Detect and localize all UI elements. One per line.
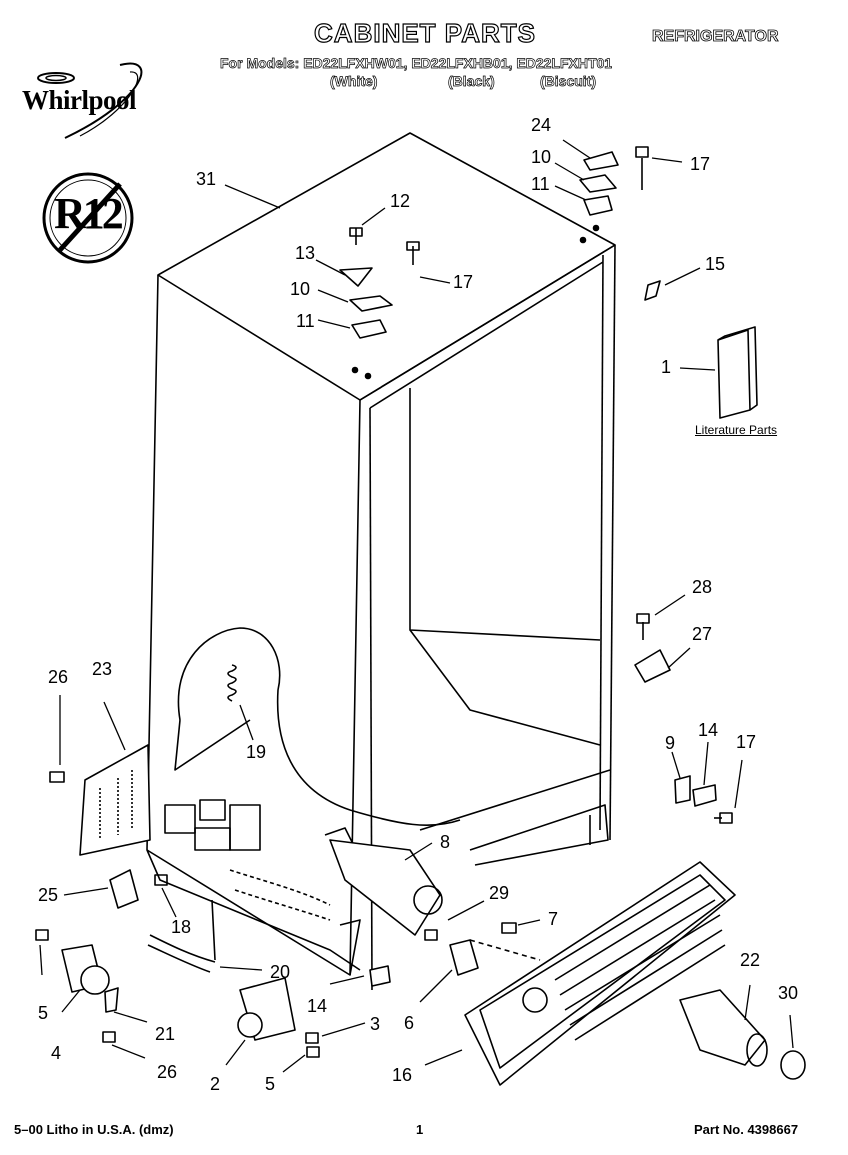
variant-white: (White) (330, 73, 378, 90)
callout-31: 31 (196, 169, 217, 189)
callout-17-right: 17 (736, 732, 757, 752)
variant-black: (Black) (448, 73, 495, 90)
callout-7: 7 (548, 909, 559, 929)
callout-17-mid: 17 (453, 272, 474, 292)
variant-biscuit: (Biscuit) (540, 73, 597, 90)
callout-18: 18 (171, 917, 192, 937)
callout-20: 20 (270, 962, 291, 982)
callout-10-top: 10 (531, 147, 552, 167)
callout-4: 4 (51, 1043, 62, 1063)
callout-21: 21 (155, 1024, 176, 1044)
callout-16: 16 (392, 1065, 413, 1085)
callout-22: 22 (740, 950, 761, 970)
callout-6: 6 (404, 1013, 415, 1033)
callout-23: 23 (92, 659, 113, 679)
model-numbers: For Models: ED22LFXHW01, ED22LFXHB01, ED… (220, 55, 613, 72)
callout-2: 2 (210, 1074, 221, 1094)
callout-27: 27 (692, 624, 713, 644)
callout-29: 29 (489, 883, 510, 903)
brand-name: Whirlpool (22, 85, 137, 115)
callout-15: 15 (705, 254, 726, 274)
callout-19: 19 (246, 742, 267, 762)
callout-12: 12 (390, 191, 411, 211)
callout-8: 8 (440, 832, 451, 852)
callout-14-bottom: 14 (307, 996, 328, 1016)
page-title: CABINET PARTS (313, 17, 536, 48)
callout-30: 30 (778, 983, 799, 1003)
footer-page-number: 1 (416, 1122, 424, 1137)
whirlpool-logo (20, 60, 170, 140)
callout-11-mid: 11 (296, 311, 315, 331)
callout-25: 25 (38, 885, 59, 905)
callout-5-bottom: 5 (265, 1074, 276, 1094)
callout-26-bottom: 26 (157, 1062, 178, 1082)
literature-parts-label: Literature Parts (695, 423, 778, 437)
appliance-category: REFRIGERATOR (652, 28, 779, 46)
footer-print-info: 5–00 Litho in U.S.A. (dmz) (14, 1122, 174, 1137)
callout-3: 3 (370, 1014, 381, 1034)
refrigerant-badge (40, 170, 136, 266)
callout-28: 28 (692, 577, 713, 597)
callout-10-mid: 10 (290, 279, 311, 299)
callout-1: 1 (661, 357, 672, 377)
callout-9: 9 (665, 733, 676, 753)
refrigerant-badge-text: R12 (54, 189, 124, 238)
callout-11-top: 11 (531, 174, 550, 194)
callout-5-left: 5 (38, 1003, 49, 1023)
callout-14-right: 14 (698, 720, 719, 740)
footer-part-number: Part No. 4398667 (694, 1122, 799, 1137)
callout-13: 13 (295, 243, 316, 263)
callout-24: 24 (531, 115, 552, 135)
callout-17-top: 17 (690, 154, 711, 174)
callout-26-left: 26 (48, 667, 69, 687)
